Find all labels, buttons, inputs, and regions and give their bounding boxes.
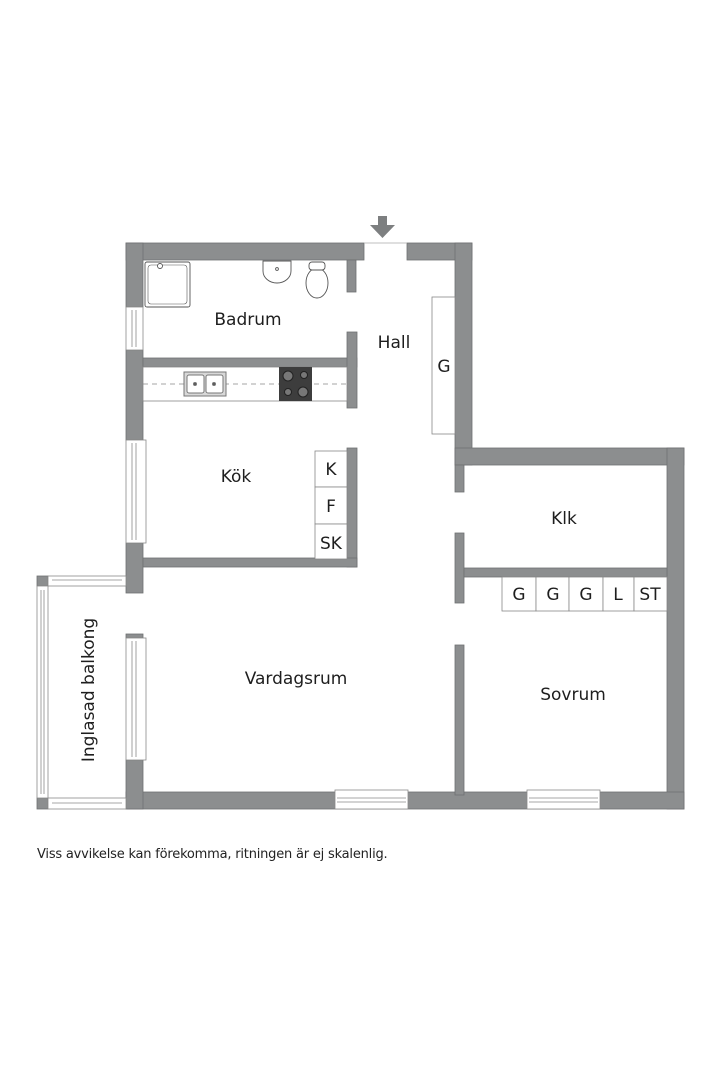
bedroom-storage [501,576,668,612]
stove-icon [279,367,312,401]
window-vardagsrum-bottom [334,789,409,810]
room-label-vardagsrum: Vardagsrum [245,669,348,689]
storage-unit-label: G [579,585,592,605]
storage-unit-label: L [613,585,623,605]
kitchen-unit-label: K [325,460,337,480]
balcony-glazing-bottom [47,797,127,810]
bathroom-fixtures [144,260,329,308]
storage-unit-label: G [546,585,559,605]
kitchen-unit-label: SK [320,534,343,554]
balcony-glazing-top [47,575,127,587]
room-label-badrum: Badrum [214,310,281,330]
room-label-hall: Hall [378,333,411,353]
room-label-balkong: Inglasad balkong [79,618,99,762]
kitchen-sink-icon [183,371,227,397]
storage-unit-label: ST [639,585,661,605]
room-label-sovrum: Sovrum [540,685,606,705]
room-label-klk: Klk [551,509,577,529]
window-badrum [125,306,144,351]
toilet-icon [305,267,329,299]
kitchen-unit-label: F [326,497,336,517]
kitchen-counter [142,366,348,402]
room-label-kok: Kök [221,467,252,487]
hall-wardrobe [431,296,456,435]
windows [36,306,601,810]
kitchen-appliances [314,450,348,560]
storage-unit-label: G [512,585,525,605]
sink-icon [262,260,292,284]
window-sovrum-bottom [526,789,601,810]
balcony-glazing-left [36,585,49,799]
hall-storage-label: G [437,357,450,377]
entrance-arrow-icon [370,216,395,238]
disclaimer-text: Viss avvikelse kan förekomma, ritningen … [37,847,388,862]
